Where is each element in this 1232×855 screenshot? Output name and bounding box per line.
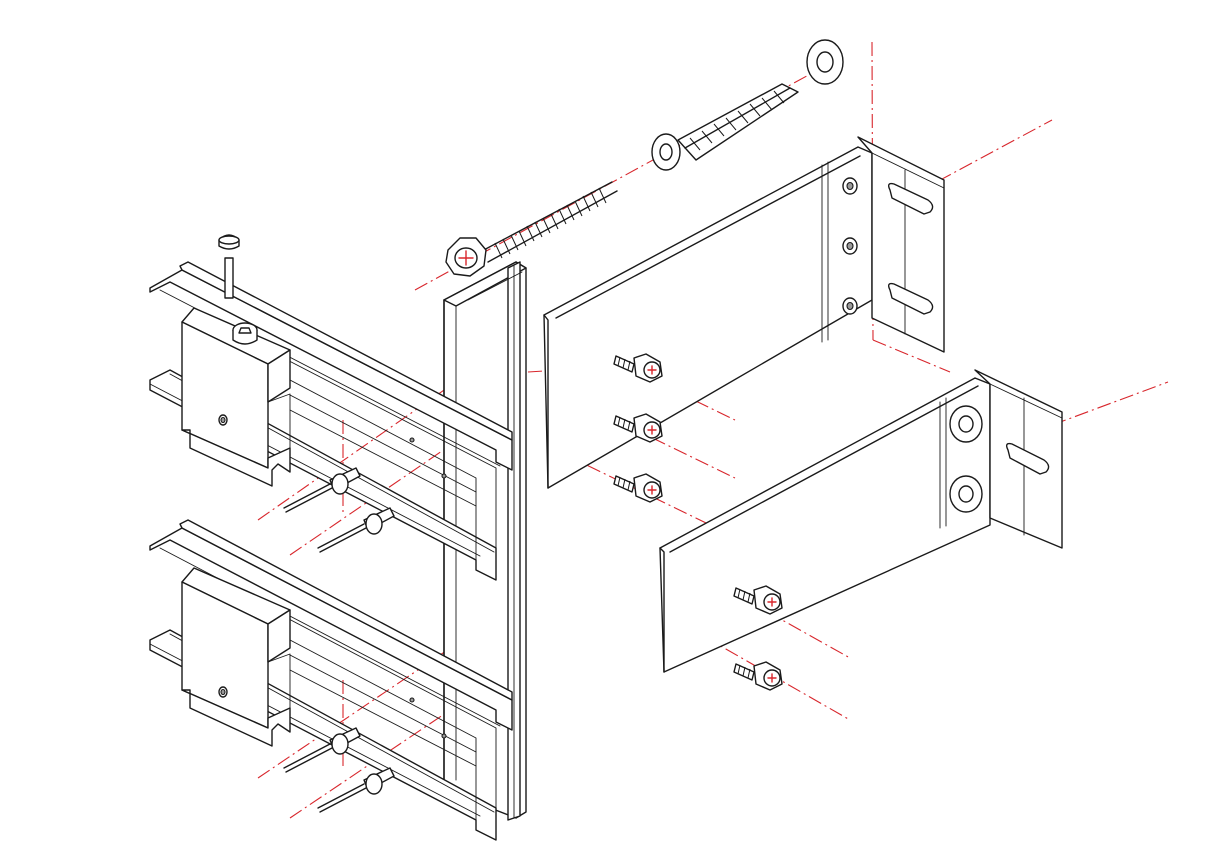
self-drilling-screw	[733, 661, 783, 691]
self-drilling-screw	[613, 353, 663, 383]
upper-rivets	[283, 467, 395, 553]
self-drilling-screw	[613, 413, 663, 443]
small-l-bracket	[659, 369, 1063, 673]
blind-rivet	[317, 507, 395, 553]
self-drilling-screw	[733, 585, 783, 615]
wall-plug	[651, 83, 799, 171]
blind-rivet	[283, 727, 361, 773]
wall-anchor-screw	[445, 181, 618, 277]
blind-rivet	[317, 767, 395, 813]
upper-clamp	[181, 307, 291, 487]
blind-rivet	[283, 467, 361, 513]
self-drilling-screw	[613, 473, 663, 503]
flat-washer	[806, 39, 844, 85]
lower-rivets	[283, 727, 395, 813]
large-l-bracket	[543, 136, 945, 489]
set-screw	[218, 234, 240, 299]
lower-clamp	[181, 567, 291, 747]
self-drilling-screws	[613, 353, 783, 691]
